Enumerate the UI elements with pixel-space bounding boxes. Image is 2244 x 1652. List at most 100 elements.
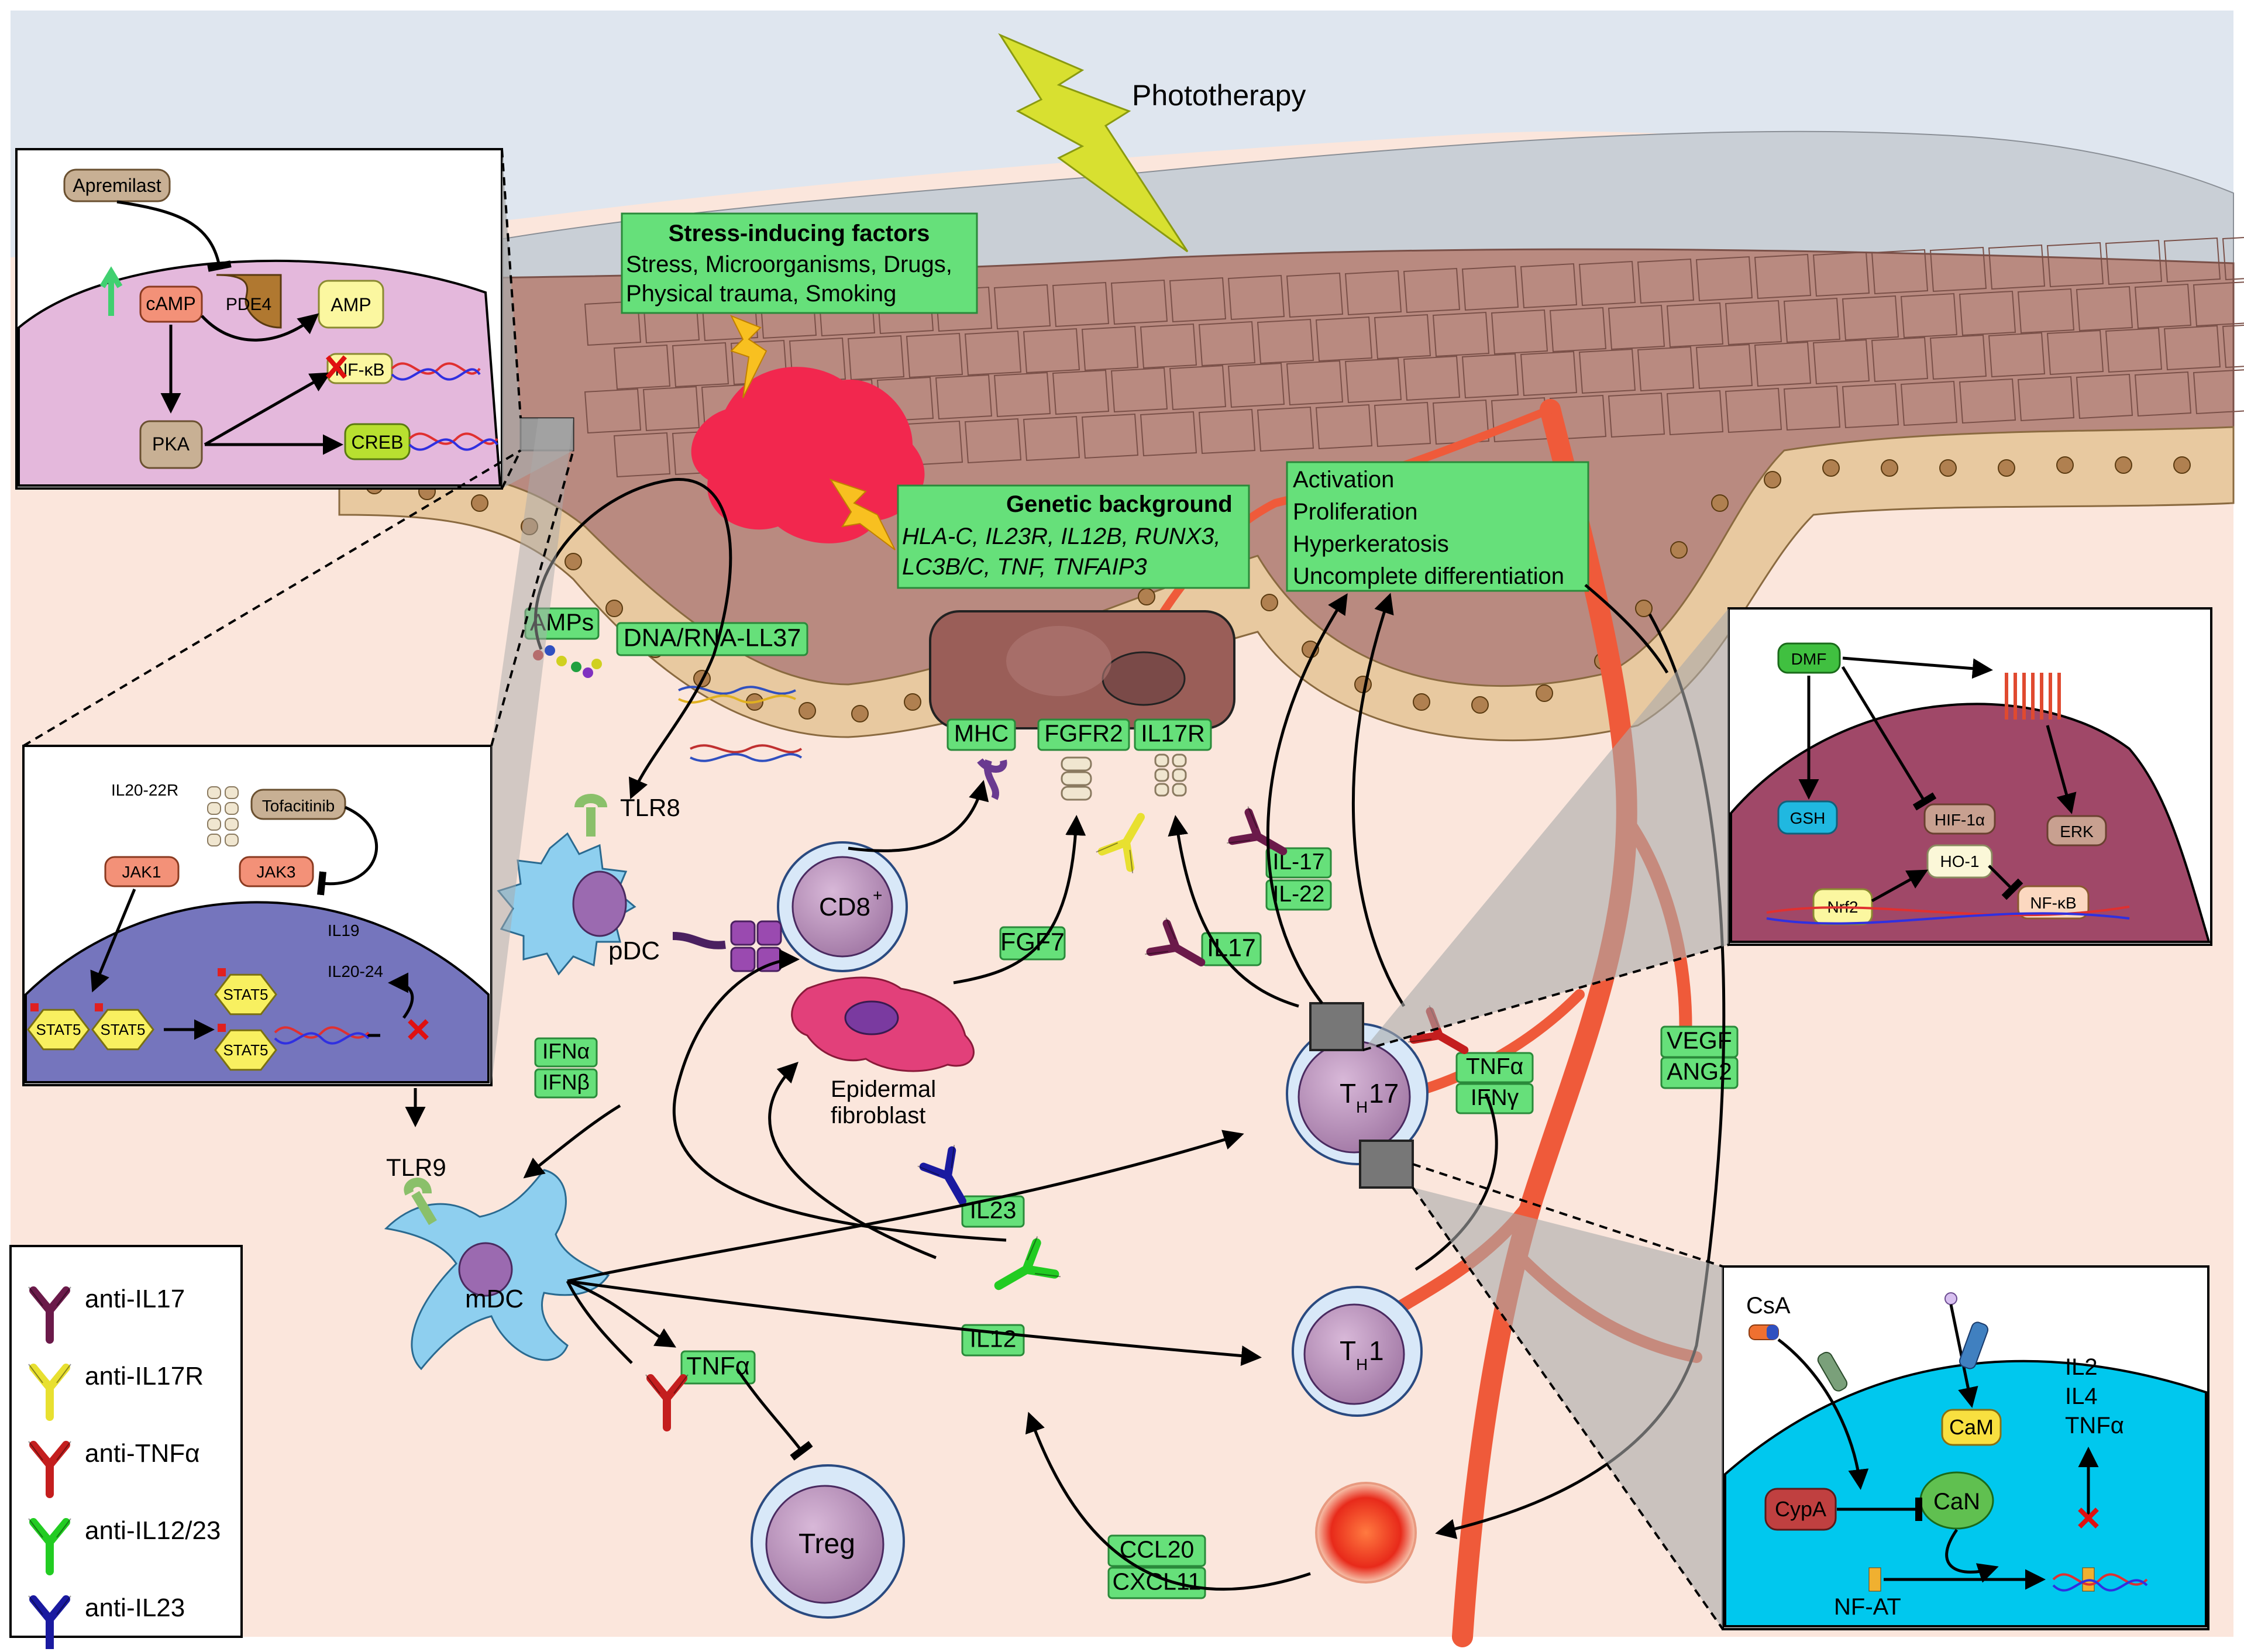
il17r-label: IL17R xyxy=(1141,720,1204,746)
cd8-plus-label: + xyxy=(873,886,882,904)
tlr8-label: TLR8 xyxy=(620,794,680,821)
il2-label: IL2 xyxy=(2065,1354,2098,1380)
il20-24-label: IL20-24 xyxy=(328,962,383,980)
cytokine-block-x-icon xyxy=(2078,1508,2099,1529)
camp-increase-arrow-icon xyxy=(99,266,123,316)
genetic-line1: HLA-C, IL23R, IL12B, RUNX3, xyxy=(902,524,1221,549)
treg-label: Treg xyxy=(799,1529,855,1560)
anti-il17-antibody-icon xyxy=(1227,806,1288,855)
legend-antibody-icon-1 xyxy=(28,1364,71,1421)
th1-label-num: 1 xyxy=(1369,1336,1384,1366)
target-keratinocyte xyxy=(929,610,1235,729)
anti-il17r-antibody-icon xyxy=(1096,813,1145,873)
il17b-label-box: IL-17 xyxy=(1265,847,1332,879)
antibodies-main xyxy=(645,806,1469,1431)
ifna-label: IFNα xyxy=(542,1040,590,1064)
legend-antibody-icon-0 xyxy=(28,1286,71,1344)
amp-peptides-icon xyxy=(533,645,602,678)
genetic-background-box: Genetic background HLA-C, IL23R, IL12B, … xyxy=(897,484,1250,589)
ccl20-label-box: CCL20 xyxy=(1107,1534,1206,1567)
stress-line1: Stress, Microorganisms, Drugs, xyxy=(626,252,952,277)
il22-label-box: IL-22 xyxy=(1265,879,1332,911)
fgf7-label-box: FGF7 xyxy=(999,926,1066,961)
csa-panel: CsA CypA CaM CaN IL2 IL4 TNFα NF-AT xyxy=(1722,1265,2209,1630)
stat5-label: STAT5 xyxy=(223,986,268,1003)
il17r-label-box: IL17R xyxy=(1134,718,1212,751)
th1-label-t: T xyxy=(1340,1336,1356,1366)
phototherapy-lightning-icon xyxy=(998,33,1189,253)
phototherapy-label: Phototherapy xyxy=(1132,79,1306,112)
tofacitinib-panel: IL20-22R Tofacitinib JAK1 JAK3 IL19 IL20… xyxy=(22,745,493,1086)
stat5-label: STAT5 xyxy=(36,1021,81,1038)
tnfa-mdc-label: TNFα xyxy=(686,1352,749,1381)
anti-tnfa-antibody-icon-2 xyxy=(645,1374,689,1431)
tofacitinib-label: Tofacitinib xyxy=(262,797,335,815)
basal-layer xyxy=(338,426,2235,742)
nfkb-dmf-label: NF-κB xyxy=(2030,894,2076,912)
tnfa-csa-label: TNFα xyxy=(2065,1413,2124,1438)
jak1-label: JAK1 xyxy=(122,863,161,881)
th17-zoom-marker-bottom xyxy=(1359,1140,1414,1189)
stress-title: Stress-inducing factors xyxy=(669,221,930,246)
il19-label: IL19 xyxy=(328,921,360,939)
cam-label: CaM xyxy=(1949,1415,1994,1439)
ang2-label-box: ANG2 xyxy=(1660,1056,1739,1089)
th1-label-h: H xyxy=(1356,1355,1368,1374)
apremilast-panel: Apremilast cAMP PDE4 AMP NF-κB PKA CREB xyxy=(15,148,503,490)
activation-line2: Proliferation xyxy=(1293,499,1417,525)
stress-factors-box: Stress-inducing factors Stress, Microorg… xyxy=(621,212,978,314)
camp-label: cAMP xyxy=(146,293,195,314)
ifng-label: IFNγ xyxy=(1471,1085,1519,1110)
jak3-label: JAK3 xyxy=(257,863,296,881)
th17-cell: T H 17 xyxy=(1286,1002,1429,1189)
il20-22r-label: IL20-22R xyxy=(111,781,178,799)
th17-label-h: H xyxy=(1356,1098,1368,1116)
il17-label: IL17 xyxy=(1207,934,1256,962)
mhc-label-box: MHC xyxy=(947,718,1016,751)
stat5-label: STAT5 xyxy=(100,1021,145,1038)
il22-label: IL-22 xyxy=(1273,882,1325,907)
fibroblast-label2: fibroblast xyxy=(831,1103,925,1128)
activation-line1: Activation xyxy=(1293,467,1394,493)
stress-line2: Physical trauma, Smoking xyxy=(626,281,896,307)
nfkb-block-x-icon xyxy=(325,355,347,379)
treg-cell: Treg xyxy=(751,1464,905,1619)
stat5-label: STAT5 xyxy=(223,1041,268,1059)
mhc-label: MHC xyxy=(954,720,1009,746)
th1-cell: T H 1 xyxy=(1292,1286,1423,1417)
tnfa-th17-label-box: TNFα xyxy=(1455,1052,1534,1083)
keratinocyte-grid xyxy=(584,236,2244,478)
ifna-label-box: IFNα xyxy=(534,1037,598,1068)
legend-antibody-icon-3 xyxy=(28,1518,71,1575)
legend-label-4: anti-IL23 xyxy=(85,1594,185,1622)
creb-label: CREB xyxy=(352,432,404,453)
csa-label: CsA xyxy=(1746,1293,1791,1319)
fgfr2-label-box: FGFR2 xyxy=(1037,718,1130,751)
apremilast-label: Apremilast xyxy=(73,175,161,196)
can-label: CaN xyxy=(1933,1489,1980,1515)
pathway-arrows xyxy=(405,478,1726,1591)
th17-label-num: 17 xyxy=(1369,1078,1399,1109)
legend-label-0: anti-IL17 xyxy=(85,1285,185,1313)
dna-ll37-label: DNA/RNA-LL37 xyxy=(624,624,801,652)
pdc-label: pDC xyxy=(608,937,660,965)
cxcl11-label-box: CXCL11 xyxy=(1107,1567,1206,1599)
il20-block-x-icon xyxy=(408,1019,429,1040)
genetic-bolt-icon xyxy=(829,479,896,550)
pka-label: PKA xyxy=(152,433,190,455)
cypa-label: CypA xyxy=(1775,1497,1826,1521)
keratinocyte-receptors xyxy=(977,753,1187,801)
dna-ll37-label-box: DNA/RNA-LL37 xyxy=(616,622,808,656)
cxcl11-label: CXCL11 xyxy=(1113,1568,1202,1595)
epidermal-fibroblast-cell: Epidermal fibroblast xyxy=(791,976,975,1128)
anti-il23-antibody-icon xyxy=(917,1145,966,1206)
activation-line4: Uncomplete differentiation xyxy=(1293,563,1564,589)
il23-label-box: IL23 xyxy=(961,1195,1025,1228)
hif-label: HIF-1α xyxy=(1935,811,1985,829)
mdc-cell: mDC TLR9 xyxy=(384,1154,610,1371)
genetic-title: Genetic background xyxy=(1006,491,1233,517)
ifnb-label: IFNβ xyxy=(542,1071,590,1095)
th17-label-t: T xyxy=(1340,1078,1356,1109)
